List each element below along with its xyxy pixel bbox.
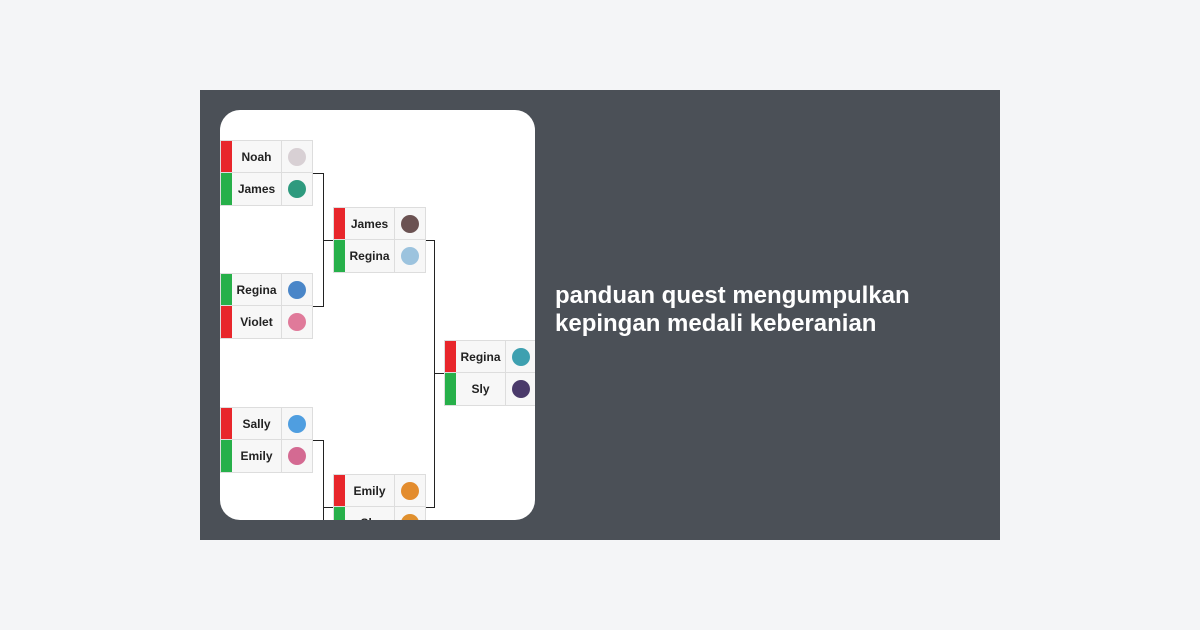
bracket-connector — [323, 440, 324, 520]
player-name: Violet — [232, 306, 282, 338]
player-row: Regina — [220, 273, 313, 306]
player-row: Emily — [333, 474, 426, 507]
pokemon-sprite-icon — [395, 208, 425, 239]
pokemon-sprite-icon — [506, 341, 535, 372]
result-bar — [334, 475, 345, 506]
pokemon-sprite-icon — [282, 141, 312, 172]
result-bar — [334, 208, 345, 239]
bracket-connector — [313, 306, 324, 307]
result-bar — [221, 408, 232, 439]
player-row: Regina — [444, 340, 535, 373]
player-row: Sally — [220, 407, 313, 440]
player-name: Regina — [345, 240, 395, 272]
bracket-match: Regina Violet — [220, 273, 313, 339]
bracket-connector — [426, 507, 435, 508]
player-row: Sly — [333, 507, 426, 520]
player-row: Violet — [220, 306, 313, 339]
player-name: Noah — [232, 141, 282, 172]
result-bar — [334, 507, 345, 520]
bracket-match: James Regina — [333, 207, 426, 273]
player-row: Sly — [444, 373, 535, 406]
player-name: Regina — [232, 274, 282, 305]
bracket-match: Sally Emily — [220, 407, 313, 473]
pokemon-sprite-icon — [395, 507, 425, 520]
player-name: Sly — [456, 373, 506, 405]
player-name: Sly — [345, 507, 395, 520]
player-name: James — [232, 173, 282, 205]
result-bar — [221, 173, 232, 205]
pokemon-sprite-icon — [282, 440, 312, 472]
player-row: James — [220, 173, 313, 206]
player-row: Emily — [220, 440, 313, 473]
pokemon-sprite-icon — [282, 274, 312, 305]
bracket-connector — [313, 440, 324, 441]
player-name: Regina — [456, 341, 506, 372]
bracket-image: Noah James Regina Violet Sally Emily Jam… — [220, 110, 535, 520]
pokemon-sprite-icon — [282, 173, 312, 205]
bracket-match: Regina Sly — [444, 340, 535, 406]
result-bar — [221, 274, 232, 305]
player-name: Emily — [232, 440, 282, 472]
bracket-match: Noah James — [220, 140, 313, 206]
result-bar — [334, 240, 345, 272]
player-name: James — [345, 208, 395, 239]
result-bar — [445, 373, 456, 405]
bracket-connector — [323, 507, 333, 508]
bracket-match: Emily Sly — [333, 474, 426, 520]
bracket-connector — [313, 173, 324, 174]
player-row: Noah — [220, 140, 313, 173]
bracket-connector — [434, 373, 444, 374]
result-bar — [221, 141, 232, 172]
player-name: Sally — [232, 408, 282, 439]
pokemon-sprite-icon — [395, 240, 425, 272]
bracket-connector — [434, 240, 435, 508]
pokemon-sprite-icon — [506, 373, 535, 405]
pokemon-sprite-icon — [282, 306, 312, 338]
result-bar — [221, 306, 232, 338]
pokemon-sprite-icon — [395, 475, 425, 506]
result-bar — [445, 341, 456, 372]
article-title: panduan quest mengumpulkan kepingan meda… — [555, 282, 910, 337]
pokemon-sprite-icon — [282, 408, 312, 439]
player-name: Emily — [345, 475, 395, 506]
article-banner: Noah James Regina Violet Sally Emily Jam… — [200, 90, 1000, 540]
result-bar — [221, 440, 232, 472]
bracket-connector — [323, 240, 333, 241]
player-row: Regina — [333, 240, 426, 273]
bracket-connector — [426, 240, 435, 241]
player-row: James — [333, 207, 426, 240]
